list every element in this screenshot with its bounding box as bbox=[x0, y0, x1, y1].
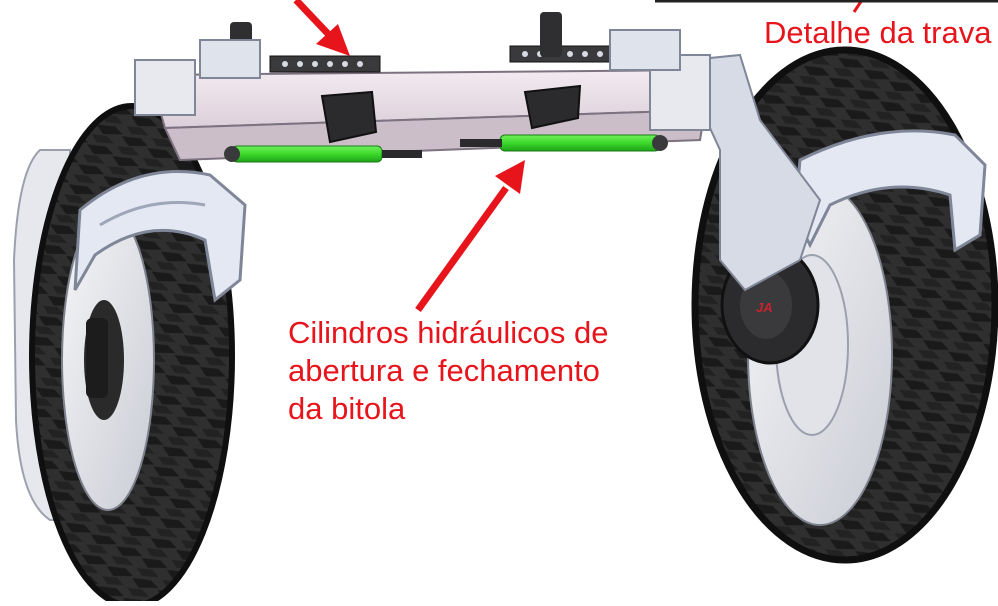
cylinders-label-line-2: abertura e fechamento bbox=[288, 353, 600, 388]
hydraulic-cylinders bbox=[224, 134, 668, 163]
arrow-cylinder bbox=[415, 160, 525, 313]
right-actuator-block bbox=[523, 84, 582, 130]
cylinders-label-line-3: da bitola bbox=[288, 391, 406, 426]
top-mounts bbox=[199, 12, 681, 79]
cylinders-label: Cilindros hidráulicos de abertura e fech… bbox=[288, 314, 609, 428]
lock-detail-label: Detalhe da trava bbox=[764, 15, 992, 50]
left-actuator-block bbox=[320, 90, 378, 144]
cylinders-label-line-1: Cilindros hidráulicos de bbox=[288, 315, 609, 350]
right-cylinder bbox=[499, 134, 661, 152]
arrow-top bbox=[293, 0, 350, 56]
svg-text:JA: JA bbox=[756, 300, 773, 315]
left-wheel bbox=[12, 103, 247, 606]
left-cylinder bbox=[231, 145, 383, 163]
right-mudguard bbox=[793, 129, 987, 253]
